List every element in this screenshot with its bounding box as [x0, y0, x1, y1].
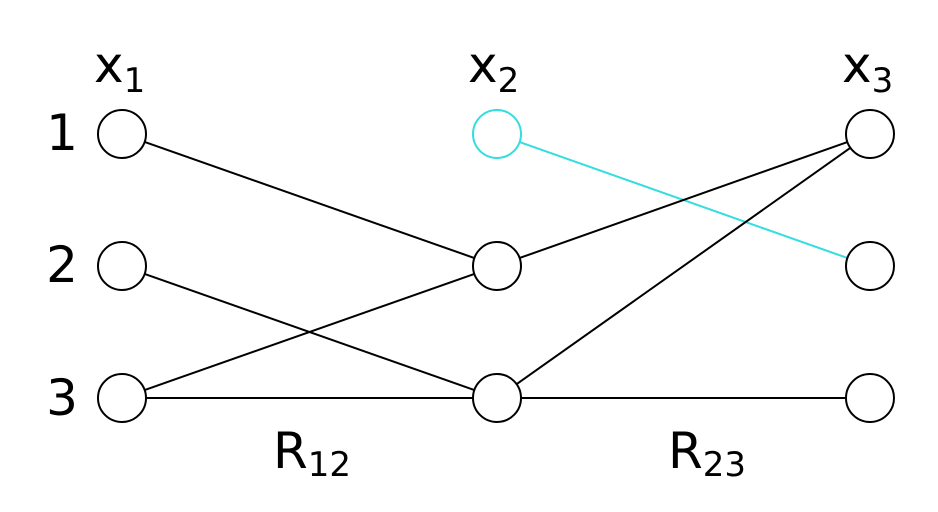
node-x1-3: [97, 373, 147, 423]
node-x3-1: [845, 109, 895, 159]
node-x3-3: [845, 373, 895, 423]
column-label-x2: x2: [468, 36, 519, 101]
nodes: [97, 109, 895, 423]
edge-x2-3-to-x3-1: [516, 147, 851, 385]
node-x1-1: [97, 109, 147, 159]
column-label-x3: x3: [842, 36, 893, 101]
column-label-x1: x1: [94, 36, 145, 101]
edge-x2-2-to-x3-1: [519, 141, 848, 259]
relation-label-r12: R12: [273, 422, 351, 485]
edge-x1-1-to-x2-2: [144, 141, 475, 259]
node-x2-3: [472, 373, 522, 423]
edge-x1-3-to-x2-2: [144, 273, 475, 391]
node-x2-1: [472, 109, 522, 159]
row-label-3: 3: [46, 369, 78, 427]
node-x3-2: [845, 241, 895, 291]
row-label-2: 2: [46, 236, 78, 294]
relation-label-r23: R23: [668, 422, 746, 485]
node-x1-2: [97, 241, 147, 291]
edges: [144, 141, 851, 399]
row-label-1: 1: [46, 104, 78, 162]
node-x2-2: [472, 241, 522, 291]
